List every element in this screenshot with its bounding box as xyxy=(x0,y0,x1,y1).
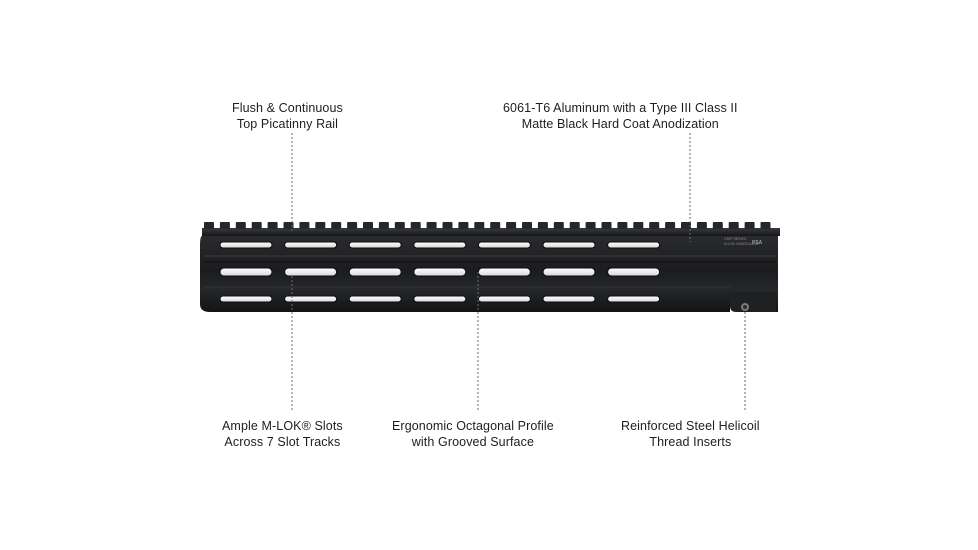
mlok-slot xyxy=(413,295,467,303)
rail-tooth xyxy=(744,222,755,229)
mlok-slot xyxy=(542,267,596,277)
picatinny-rail xyxy=(202,222,780,236)
end-cap xyxy=(730,292,776,312)
engraving-line2: M-LOK HANDGUARD xyxy=(724,242,759,246)
rail-tooth xyxy=(204,222,214,229)
rail-teeth xyxy=(204,222,771,229)
rail-tooth xyxy=(299,222,310,229)
rail-tooth xyxy=(537,222,548,229)
rail-tooth xyxy=(442,222,453,229)
engraving-brand: PSA xyxy=(752,240,763,246)
rail-base xyxy=(202,228,780,236)
rail-tooth xyxy=(315,222,326,229)
rail-tooth xyxy=(553,222,564,229)
mlok-slot xyxy=(413,241,467,249)
mlok-slot xyxy=(284,241,338,249)
rail-tooth xyxy=(410,222,421,229)
callout-helicoil: Reinforced Steel Helicoil Thread Inserts xyxy=(621,418,760,450)
rail-tooth xyxy=(585,222,596,229)
rail-tooth xyxy=(696,222,707,229)
rail-tooth xyxy=(267,222,278,229)
rail-tooth xyxy=(251,222,262,229)
mlok-slot xyxy=(348,295,402,303)
mlok-slot xyxy=(477,241,531,249)
callout-top-rail-line2: Top Picatinny Rail xyxy=(236,117,339,131)
mlok-slot xyxy=(219,241,273,249)
mlok-slot xyxy=(477,295,531,303)
rail-tooth xyxy=(601,222,612,229)
rail-tooth xyxy=(665,222,676,229)
engraving: GRIP SERIES M-LOK HANDGUARD PSA xyxy=(724,237,763,246)
mlok-slot xyxy=(477,267,531,277)
callout-mlok-line2: Across 7 Slot Tracks xyxy=(224,435,341,449)
leader-lines xyxy=(291,133,746,412)
rail-tooth xyxy=(633,222,644,229)
rail-tooth xyxy=(363,222,373,229)
rail-tooth xyxy=(474,222,485,229)
rail-tooth xyxy=(728,222,739,229)
rail-tooth xyxy=(347,222,358,229)
callout-aluminum-line2: Matte Black Hard Coat Anodization xyxy=(521,117,719,131)
rail-tooth xyxy=(283,222,294,229)
mlok-slot xyxy=(348,241,402,249)
mlok-slot xyxy=(607,241,661,249)
callout-aluminum-line1: 6061-T6 Aluminum with a Type III Class I… xyxy=(503,101,738,115)
rail-tooth xyxy=(649,222,660,229)
callout-profile-line2: with Grooved Surface xyxy=(411,435,534,449)
callout-profile-line1: Ergonomic Octagonal Profile xyxy=(392,419,554,433)
rail-tooth xyxy=(760,222,771,229)
engraving-line1: GRIP SERIES xyxy=(724,237,747,241)
rail-tooth xyxy=(426,222,437,229)
callout-mlok: Ample M-LOK® Slots Across 7 Slot Tracks xyxy=(222,418,343,450)
rail-tooth xyxy=(490,222,501,229)
rail-tooth xyxy=(712,222,723,229)
rail-tooth xyxy=(458,222,469,229)
callout-profile: Ergonomic Octagonal Profile with Grooved… xyxy=(392,418,554,450)
mlok-slot xyxy=(284,267,338,277)
mlok-slot xyxy=(348,267,402,277)
callout-top-rail-line1: Flush & Continuous xyxy=(232,101,343,115)
mlok-slot xyxy=(413,267,467,277)
mlok-slot xyxy=(607,267,661,277)
rail-tooth xyxy=(569,222,580,229)
rail-tooth xyxy=(617,222,628,229)
callout-helicoil-line2: Thread Inserts xyxy=(649,435,732,449)
rail-tooth xyxy=(219,222,230,229)
rail-tooth xyxy=(522,222,532,229)
mlok-slot xyxy=(542,241,596,249)
callout-top-rail: Flush & Continuous Top Picatinny Rail xyxy=(232,100,343,132)
callout-helicoil-line1: Reinforced Steel Helicoil xyxy=(621,419,760,433)
rail-tooth xyxy=(378,222,389,229)
rail-tooth xyxy=(235,222,246,229)
rail-tooth xyxy=(506,222,517,229)
mlok-slot xyxy=(542,295,596,303)
rail-tooth xyxy=(394,222,405,229)
mlok-slot xyxy=(284,295,338,303)
helicoil-insert-area xyxy=(730,292,776,312)
rail-tooth xyxy=(681,222,691,229)
mlok-slot xyxy=(219,267,273,277)
callout-mlok-line1: Ample M-LOK® Slots xyxy=(222,419,343,433)
rail-tooth xyxy=(331,222,342,229)
callout-aluminum: 6061-T6 Aluminum with a Type III Class I… xyxy=(503,100,738,132)
mlok-slot xyxy=(607,295,661,303)
helicoil-insert-core xyxy=(743,305,747,309)
mlok-slot xyxy=(219,295,273,303)
mlok-slots xyxy=(219,241,661,303)
